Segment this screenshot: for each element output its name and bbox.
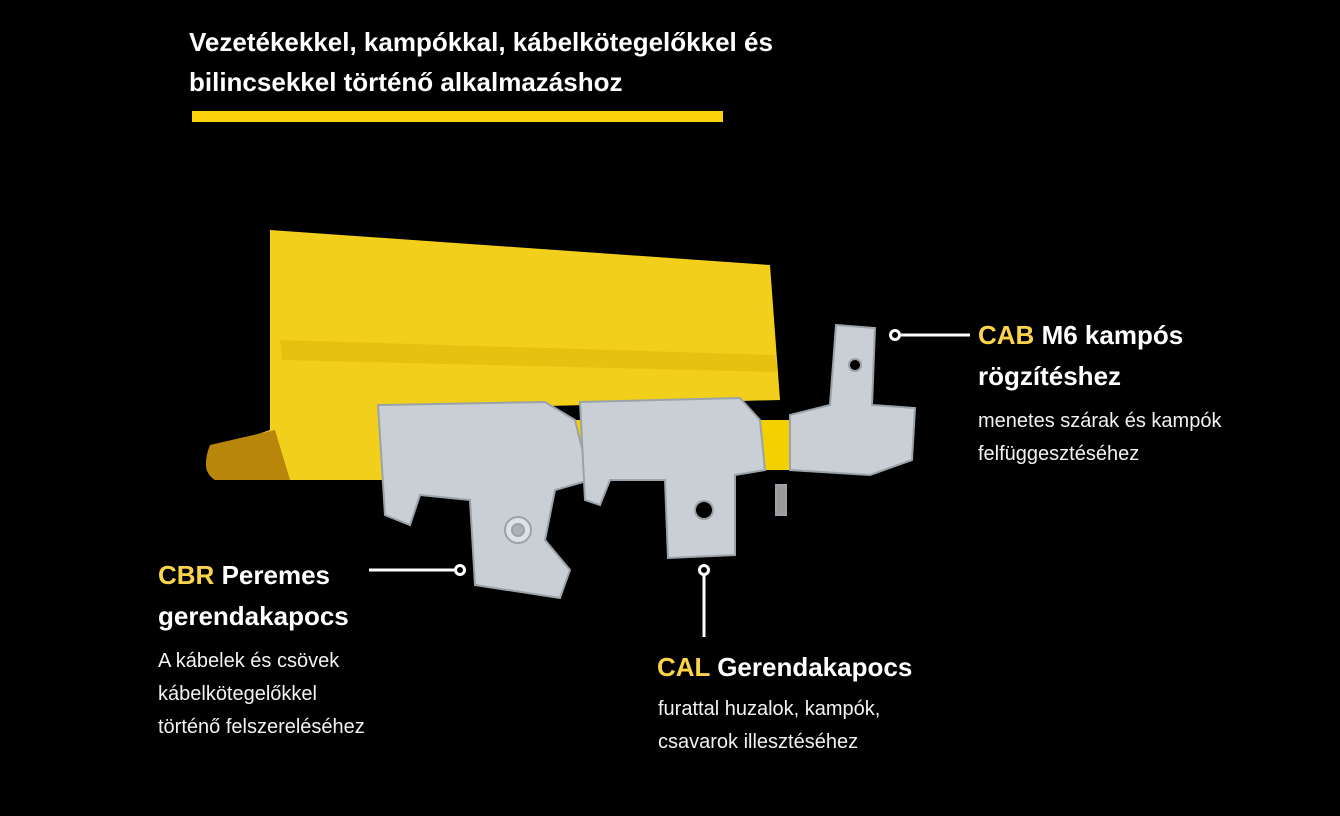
- cbr-name-2: gerendakapocs: [158, 601, 349, 631]
- cbr-desc-1: A kábelek és csövek: [158, 650, 340, 672]
- cab-code: CAB: [978, 320, 1035, 350]
- title-line-1: Vezetékekkel, kampókkal, kábelkötegelőkk…: [189, 27, 773, 57]
- cab-label: CAB M6 kampós rögzítéshez: [978, 315, 1183, 397]
- cbr-code: CBR: [158, 560, 215, 590]
- connector-cbr: [369, 564, 466, 576]
- cal-name: Gerendakapocs: [709, 652, 913, 682]
- cal-description: furattal huzalok, kampók, csavarok illes…: [658, 693, 880, 759]
- cab-description: menetes szárak és kampók felfüggesztéséh…: [978, 405, 1221, 471]
- cab-desc-2: felfüggesztéséhez: [978, 443, 1140, 465]
- cal-clip: [578, 396, 767, 560]
- cbr-desc-2: kábelkötegelőkkel: [158, 683, 317, 705]
- connector-cab: [889, 329, 970, 341]
- cal-code: CAL: [657, 652, 710, 682]
- title-line-2: bilincsekkel történő alkalmazáshoz: [189, 67, 623, 97]
- cbr-name: Peremes: [214, 560, 330, 590]
- cab-desc-1: menetes szárak és kampók: [978, 410, 1222, 432]
- page-title: Vezetékekkel, kampókkal, kábelkötegelőkk…: [189, 22, 889, 102]
- cbr-label: CBR Peremes gerendakapocs: [158, 555, 349, 637]
- cal-label: CAL Gerendakapocs: [657, 647, 912, 688]
- cbr-desc-3: történő felszereléséhez: [158, 716, 365, 738]
- cal-desc-2: csavarok illesztéséhez: [658, 731, 859, 753]
- cab-name-2: rögzítéshez: [978, 361, 1122, 391]
- cbr-description: A kábelek és csövek kábelkötegelőkkel tö…: [158, 645, 365, 744]
- title-underline: [192, 111, 723, 122]
- cab-clip: [775, 323, 917, 516]
- connector-cal: [698, 564, 710, 637]
- cal-desc-1: furattal huzalok, kampók,: [658, 698, 881, 720]
- cbr-clip: [376, 400, 592, 600]
- cab-name: M6 kampós: [1034, 320, 1184, 350]
